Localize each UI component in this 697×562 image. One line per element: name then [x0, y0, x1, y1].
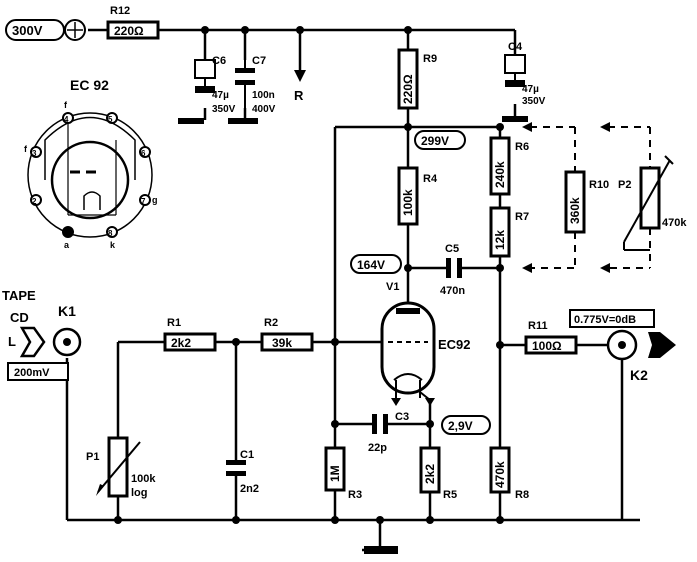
supply-terminal: 300V	[5, 19, 86, 41]
input-source-cd: CD	[10, 310, 29, 325]
input-connector	[7, 326, 82, 381]
c7-ref: C7	[252, 55, 266, 67]
c6-ref: C6	[212, 55, 226, 67]
p2-body	[639, 166, 661, 230]
r11-value: 100Ω	[532, 339, 562, 353]
pin-letter-k: k	[110, 240, 116, 250]
r6-ref: R6	[515, 141, 529, 153]
c4-value: 47µ	[522, 84, 539, 95]
c5-value: 470n	[440, 285, 465, 297]
c6-value: 47µ	[212, 90, 229, 101]
voltage-marker-299: 299V	[414, 130, 466, 150]
r3-value: 1M	[328, 465, 342, 482]
p1-wiper	[97, 441, 141, 493]
pin-letter-f-top: f	[64, 100, 68, 110]
r9-value: 220Ω	[401, 74, 415, 104]
input-source-tape: TAPE	[2, 288, 36, 303]
input-level: 200mV	[14, 367, 50, 379]
r-branch-label: R	[294, 88, 304, 103]
wires	[65, 28, 640, 552]
dashed-arrow-heads	[522, 122, 610, 273]
c3-ref: C3	[395, 411, 409, 423]
c5-ref: C5	[445, 243, 459, 255]
r8-value: 470k	[493, 461, 507, 488]
p1-ref: P1	[86, 451, 99, 463]
c4-voltage: 350V	[522, 96, 546, 107]
p2-ref: P2	[618, 179, 631, 191]
output-arrow-icon	[648, 332, 676, 358]
r11-ref: R11	[528, 320, 548, 332]
valve-v1	[380, 301, 436, 406]
tube-pinout-diagram	[27, 112, 153, 238]
r7-value: 12k	[493, 230, 507, 250]
c3-value: 22p	[368, 442, 387, 454]
pin-5-label: 5	[108, 115, 113, 124]
c6-voltage: 350V	[212, 104, 236, 115]
p2-wiper	[623, 159, 671, 243]
svg-text:2,9V: 2,9V	[448, 419, 473, 433]
svg-text:299V: 299V	[421, 134, 449, 148]
output-level: 0.775V=0dB	[574, 314, 636, 326]
r2-value: 39k	[272, 336, 292, 350]
pin-2-label: 2	[32, 197, 37, 206]
pin-6-label: 6	[141, 149, 146, 158]
ground-symbol	[364, 546, 398, 554]
voltage-marker-2-9: 2,9V	[441, 415, 491, 435]
input-arrow-icon	[19, 326, 46, 358]
tube-model-title: EC 92	[70, 77, 109, 93]
pin-1-label: 1	[64, 229, 69, 238]
c7-value: 100n	[252, 90, 275, 101]
pin-letter-f-left: f	[24, 144, 28, 154]
p1-value: 100k	[131, 473, 156, 485]
r6-value: 240k	[493, 161, 507, 188]
r8-ref: R8	[515, 489, 529, 501]
valve-model: EC92	[438, 337, 471, 352]
capacitor-plates	[178, 54, 528, 476]
r4-value: 100k	[401, 189, 415, 216]
r10-value: 360k	[568, 197, 582, 224]
resistor-bodies	[106, 20, 586, 494]
r5-ref: R5	[443, 489, 457, 501]
r1-ref: R1	[167, 317, 181, 329]
r3-ref: R3	[348, 489, 362, 501]
input-channel: L	[8, 334, 16, 349]
pin-letter-a: a	[64, 240, 70, 250]
input-connector-ref: K1	[58, 303, 76, 319]
supply-voltage-label: 300V	[12, 23, 43, 38]
svg-text:164V: 164V	[357, 258, 385, 272]
c1-ref: C1	[240, 449, 254, 461]
tube-pins	[30, 112, 151, 238]
p2-value: 470k	[662, 217, 687, 229]
r-branch-arrow	[294, 70, 306, 82]
optional-wiring	[528, 126, 651, 269]
r9-ref: R9	[423, 53, 437, 65]
r12-value: 220Ω	[114, 24, 144, 38]
r1-value: 2k2	[171, 336, 191, 350]
output-connector-ref: K2	[630, 367, 648, 383]
p1-taper: log	[131, 487, 148, 499]
r2-ref: R2	[264, 317, 278, 329]
r5-value: 2k2	[423, 464, 437, 484]
c7-voltage: 400V	[252, 104, 276, 115]
pin-7-label: 7	[141, 197, 146, 206]
r12-ref: R12	[110, 5, 130, 17]
valve-ref: V1	[386, 281, 399, 293]
r4-ref: R4	[423, 173, 438, 185]
voltage-marker-164: 164V	[350, 254, 402, 274]
pin-4-label: 4	[64, 115, 69, 124]
c1-value: 2n2	[240, 483, 259, 495]
junctions	[114, 26, 504, 524]
pin-8-label: 8	[108, 229, 113, 238]
c4-ref: C4	[508, 41, 523, 53]
output-connector	[569, 309, 676, 361]
r7-ref: R7	[515, 211, 529, 223]
pin-letter-g: g	[152, 195, 158, 205]
pin-3-label: 3	[32, 149, 37, 158]
r10-ref: R10	[589, 179, 609, 191]
